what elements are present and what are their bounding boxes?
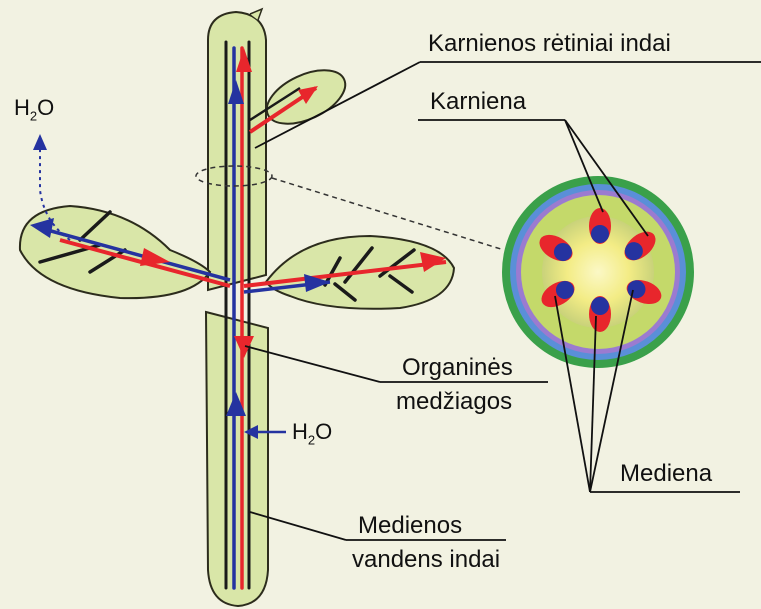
label-water-top: H2O — [14, 94, 54, 130]
label-xylem: Mediena — [620, 460, 712, 488]
label-water-stem: H2O — [292, 418, 332, 454]
label-xylem-vessels-1: Medienos — [358, 512, 462, 540]
label-organic-1: Organinės — [402, 354, 513, 382]
upper-stem — [208, 12, 266, 290]
evaporation-arrowhead — [33, 134, 47, 150]
label-phloem-vessels: Karnienos rėtiniai indai — [428, 30, 671, 58]
label-phloem: Karniena — [430, 88, 526, 116]
lower-stem — [206, 312, 268, 606]
label-organic-2: medžiagos — [396, 388, 512, 416]
stem-cross-section — [502, 176, 694, 368]
label-xylem-vessels-2: vandens indai — [352, 546, 500, 574]
